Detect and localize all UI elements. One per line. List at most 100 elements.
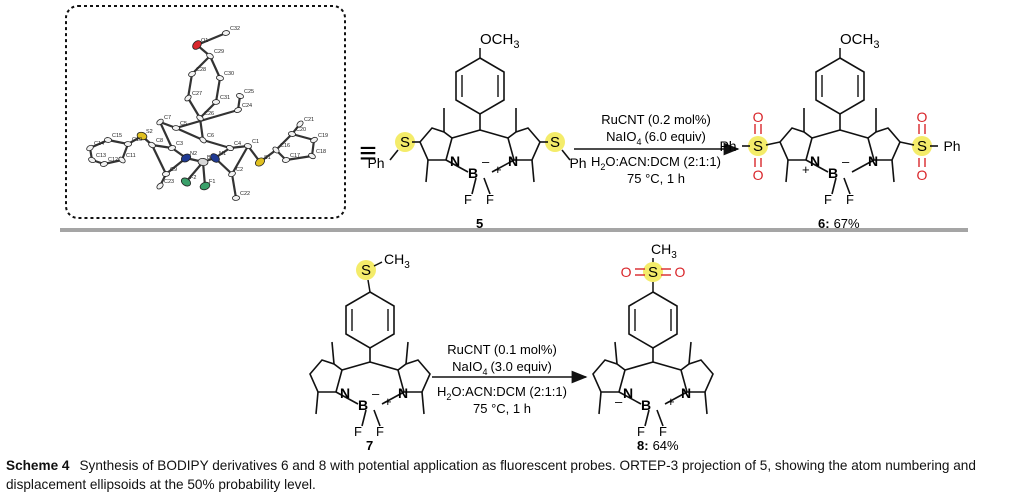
- ortep-atom-s1: [255, 157, 265, 167]
- svg-text:CH3: CH3: [651, 241, 677, 261]
- ortep-atom-label: S2: [146, 129, 153, 135]
- ortep-bond: [230, 173, 238, 199]
- ortep-bond: [151, 144, 167, 175]
- svg-text:N: N: [868, 153, 878, 169]
- svg-text:F: F: [464, 192, 472, 207]
- svg-text:–: –: [482, 154, 490, 169]
- compound-5: OCH3 S Ph S Ph N N B – + F F: [367, 31, 586, 231]
- ortep-atom-label: C17: [290, 153, 300, 159]
- svg-text:+: +: [802, 162, 810, 177]
- equivalence-symbol: ≡: [359, 137, 377, 170]
- ortep-atom-label: S1: [264, 155, 271, 161]
- svg-text:S: S: [550, 134, 560, 151]
- ortep-atom-label: C15: [112, 133, 122, 139]
- ortep-atom-c6: [199, 136, 207, 144]
- ortep-atom-c29: [206, 52, 214, 60]
- svg-text:NaIO4(6.0 equiv): NaIO4(6.0 equiv): [606, 129, 706, 147]
- svg-text:–: –: [842, 154, 850, 169]
- ortep-atom-label: C30: [224, 71, 234, 77]
- svg-text:F: F: [846, 192, 854, 207]
- ortep-atom-f2: [180, 177, 192, 187]
- svg-text:75 °C, 1 h: 75 °C, 1 h: [627, 171, 685, 186]
- svg-text:75 °C, 1 h: 75 °C, 1 h: [473, 401, 531, 416]
- svg-text:F: F: [659, 424, 667, 439]
- ortep-bond: [186, 73, 194, 99]
- ortep-atom-c22: [232, 195, 240, 201]
- ortep-atom-label: F1: [209, 179, 215, 185]
- ortep-atom-label: C6: [207, 133, 214, 139]
- ortep-atom-label: C5: [180, 121, 187, 127]
- ortep-atom-c24: [234, 107, 242, 113]
- ortep-bond: [199, 101, 217, 119]
- ortep-bond: [187, 97, 201, 119]
- svg-text:F: F: [486, 192, 494, 207]
- ortep-atom-c12: [100, 161, 108, 167]
- ortep-bond: [214, 77, 222, 103]
- ortep-atom-c23: [156, 182, 164, 190]
- svg-text:N: N: [681, 385, 691, 401]
- ortep-atom-label: C14: [94, 141, 104, 147]
- svg-text:NaIO4(3.0 equiv): NaIO4(3.0 equiv): [452, 359, 552, 377]
- svg-text:+: +: [494, 162, 502, 177]
- svg-text:H2O:ACN:DCM (2:1:1): H2O:ACN:DCM (2:1:1): [437, 384, 567, 402]
- ortep-bond: [231, 145, 249, 175]
- reaction-arrow-2: RuCNT (0.1 mol%) NaIO4(3.0 equiv) H2O:AC…: [432, 342, 588, 416]
- svg-text:RuCNT (0.2 mol%): RuCNT (0.2 mol%): [601, 112, 711, 127]
- svg-text:N: N: [810, 153, 820, 169]
- ortep-atom-label: C25: [244, 89, 254, 95]
- svg-text:N: N: [450, 153, 460, 169]
- caption-label: Scheme 4: [6, 458, 70, 473]
- ortep-atom-c1: [244, 143, 252, 149]
- ortep-atom-label: C9: [170, 167, 177, 173]
- ortep-atom-c10: [124, 141, 132, 147]
- ortep-atom-c19: [310, 136, 318, 144]
- compound-8-yield: 8:64%: [637, 438, 679, 453]
- ortep-atom-c32: [222, 30, 230, 36]
- ortep-atom-c9: [162, 171, 170, 177]
- svg-text:S: S: [917, 138, 927, 155]
- svg-text:Ph: Ph: [943, 138, 960, 154]
- ortep-bond: [285, 154, 313, 162]
- ortep-atom-c25: [236, 93, 244, 99]
- ortep-atom-label: C19: [318, 133, 328, 139]
- svg-text:B: B: [641, 397, 651, 413]
- ortep-atom-label: C8: [156, 138, 163, 144]
- caption-text: Synthesis of BODIPY derivatives 6 and 8 …: [6, 458, 976, 492]
- ortep-atom-c8: [148, 141, 156, 149]
- svg-text:S: S: [400, 134, 410, 151]
- compound-7-number: 7: [366, 438, 373, 453]
- ortep-atom-c30: [216, 75, 224, 81]
- ortep-atom-c28: [188, 70, 196, 78]
- ortep-atom-c5: [172, 125, 180, 131]
- ortep-atom-c16: [272, 146, 280, 154]
- svg-text:O: O: [753, 109, 764, 125]
- ortep-atom-label: C23: [164, 179, 174, 185]
- ortep-atom-c20: [288, 131, 296, 137]
- ortep-atom-o1: [192, 40, 202, 50]
- ortep-atom-c13: [88, 156, 96, 164]
- ortep-atom-c11: [118, 156, 126, 164]
- ortep-atom-label: C10: [132, 137, 142, 143]
- ortep-bond: [208, 55, 222, 79]
- ortep-atom-label: C3: [176, 141, 183, 147]
- compound-7: S CH3 N N B – + F F 7: [309, 251, 431, 453]
- svg-text:O: O: [917, 109, 928, 125]
- svg-text:F: F: [824, 192, 832, 207]
- svg-text:O: O: [753, 167, 764, 183]
- svg-text:+: +: [384, 394, 392, 409]
- svg-text:F: F: [376, 424, 384, 439]
- compound-6: OCH3 S O O Ph S O: [719, 31, 960, 231]
- ortep-atom-label: C21: [304, 117, 314, 123]
- svg-text:CH3: CH3: [384, 251, 410, 271]
- ortep-atom-c21: [296, 120, 304, 128]
- ortep-atom-c4: [226, 144, 234, 152]
- ortep-atom-c14: [86, 144, 94, 152]
- ortep-atom-label: C32: [230, 26, 240, 32]
- ortep-atom-label: C1: [252, 139, 259, 145]
- svg-text:N: N: [398, 385, 408, 401]
- ortep-atom-c2: [228, 170, 236, 178]
- svg-text:O: O: [675, 264, 686, 280]
- reaction-arrow-1: RuCNT (0.2 mol%) NaIO4(6.0 equiv) H2O:AC…: [574, 112, 740, 186]
